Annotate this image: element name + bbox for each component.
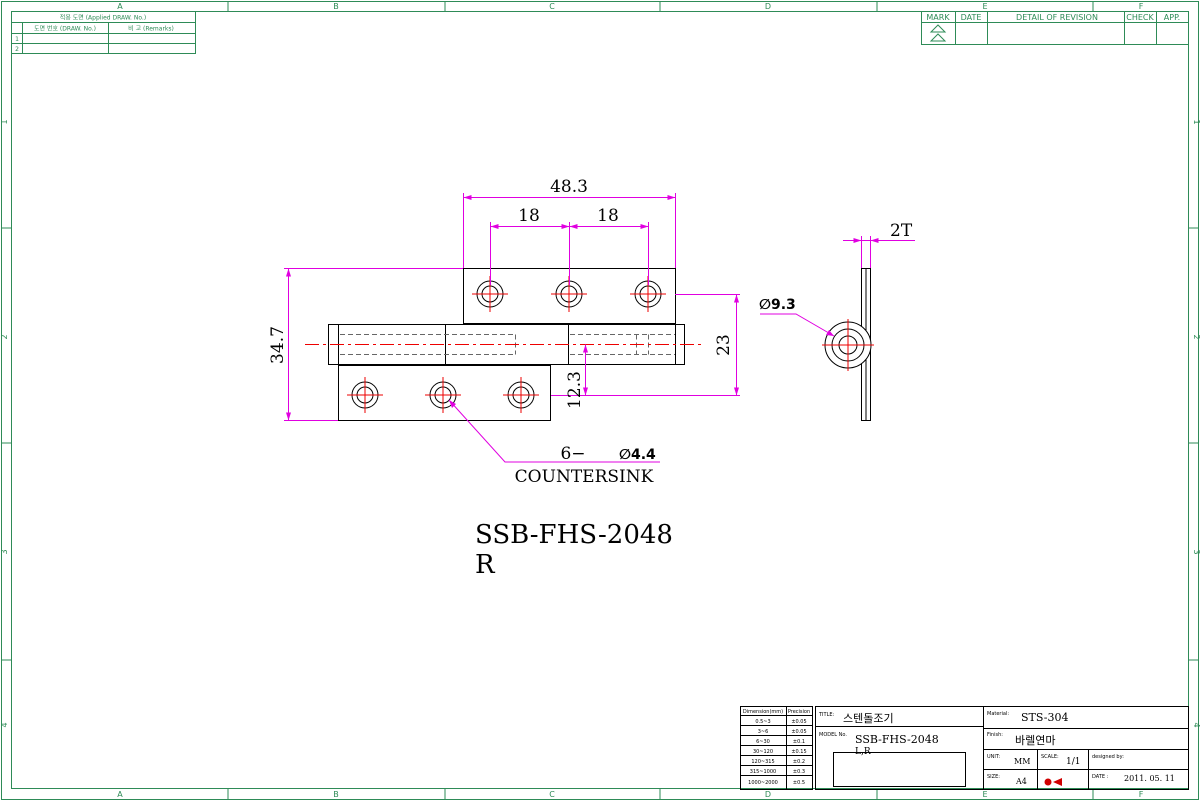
- date-label: DATE :: [1092, 774, 1109, 780]
- zone-col-top-a: A: [117, 2, 123, 11]
- date-value: 2011. 05. 11: [1124, 774, 1175, 783]
- hole: [347, 377, 383, 413]
- dimension-lines: [284, 193, 740, 463]
- tolerance-range: 1000~2000: [748, 780, 778, 786]
- zone-row-left-3: 3: [0, 549, 9, 554]
- applied-table-col-remarks: 비 고 (Remarks): [128, 25, 174, 33]
- zone-col-bottom-d: D: [765, 790, 771, 799]
- finish-label: Finish:: [987, 732, 1003, 738]
- revision-col-app: APP.: [1164, 13, 1180, 22]
- dim-holes-note: COUNTERSINK: [515, 467, 654, 487]
- zone-col-bottom-b: B: [333, 790, 339, 799]
- tolerance-header-precision: Precision: [788, 709, 810, 715]
- projection-symbol-icon: [1044, 778, 1062, 786]
- title-value: 스텐돌조기: [843, 712, 894, 725]
- material-value: STS-304: [1021, 711, 1069, 724]
- zone-col-top-f: F: [1139, 2, 1144, 11]
- applied-table-header: 적용 도면 (Applied DRAW. No.): [60, 14, 146, 22]
- material-label: Material:: [987, 711, 1009, 717]
- size-label: SIZE:: [987, 774, 1000, 780]
- tolerance-value: ±0.15: [791, 749, 806, 755]
- title-label: TITLE:: [818, 712, 835, 718]
- zone-col-bottom-c: C: [549, 790, 555, 799]
- revision-col-detail: DETAIL OF REVISION: [1016, 13, 1098, 22]
- tolerance-value: ±0.05: [791, 729, 806, 735]
- zone-row-left-2: 2: [0, 334, 9, 339]
- zone-col-bottom-a: A: [117, 790, 123, 799]
- dim-overall-width: 48.3: [550, 177, 588, 197]
- dim-thickness: 2T: [890, 221, 913, 241]
- dimension-texts: 48.3 18 18 34.7 23 12.3 6− ∅4.4 COUNTERS…: [268, 177, 734, 487]
- applied-table-col-draw-no: 도면 번호 (DRAW. No.): [34, 25, 96, 33]
- model-variant: L,R: [855, 747, 871, 757]
- hole: [425, 377, 461, 413]
- zone-row-right-4: 4: [1192, 722, 1200, 727]
- zone-col-top-c: C: [549, 2, 555, 11]
- dim-height: 34.7: [268, 326, 288, 364]
- revision-col-mark: MARK: [926, 13, 950, 22]
- model-value: SSB-FHS-2048: [855, 733, 939, 746]
- revision-triangle-icon: [929, 24, 947, 33]
- tolerance-value: ±0.2: [793, 759, 805, 765]
- tolerance-range: 6~30: [756, 739, 770, 745]
- unit-label: UNIT:: [987, 754, 1000, 760]
- lower-leaf: [338, 365, 551, 421]
- dim-offset-right: 23: [714, 334, 734, 356]
- zone-col-top-d: D: [765, 2, 771, 11]
- dim-holes-qty: 6−: [560, 444, 585, 464]
- unit-value: MM: [1014, 757, 1030, 766]
- tolerance-value: ±0.3: [793, 769, 805, 775]
- tolerance-value: ±0.05: [791, 719, 806, 725]
- zone-row-right-1: 1: [1192, 119, 1200, 124]
- tolerance-value: ±0.5: [793, 780, 805, 786]
- tolerance-range: 0.5~3: [755, 719, 770, 725]
- part-label: SSB-FHS-2048 R: [475, 520, 673, 580]
- title-block: TITLE: MODEL No. Material: Finish: UNIT:…: [815, 706, 1189, 790]
- applied-table-row-1: 1: [15, 36, 19, 43]
- designed-by-label: designed by:: [1092, 754, 1124, 760]
- model-label: MODEL No.: [819, 732, 847, 738]
- revision-col-date: DATE: [961, 13, 982, 22]
- tolerance-header-dimension: Dimension(mm): [743, 709, 783, 715]
- applied-table-row-2: 2: [15, 46, 19, 53]
- tolerance-range: 30~120: [753, 749, 773, 755]
- tolerance-range: 3~6: [758, 729, 769, 735]
- part-label-line2: R: [475, 550, 496, 580]
- dim-pitch-2: 18: [597, 206, 619, 226]
- zone-row-left-4: 4: [0, 722, 9, 727]
- tolerance-range: 315~1000: [750, 769, 776, 775]
- scale-value: 1/1: [1066, 757, 1080, 767]
- zone-col-bottom-e: E: [982, 790, 987, 799]
- zone-col-top-b: B: [333, 2, 339, 11]
- zone-col-bottom-f: F: [1139, 790, 1144, 799]
- zone-col-top-e: E: [982, 2, 987, 11]
- hole: [503, 377, 539, 413]
- dim-offset-lower: 12.3: [565, 371, 585, 409]
- dim-pin-diameter: ∅9.3: [759, 297, 796, 313]
- revision-col-check: CHECK: [1126, 13, 1154, 22]
- tolerance-value: ±0.1: [793, 739, 805, 745]
- part-label-line1: SSB-FHS-2048: [475, 520, 673, 550]
- tolerance-range: 120~315: [751, 759, 774, 765]
- dim-holes-diameter: ∅4.4: [619, 447, 656, 463]
- hinge-side-view: 2T ∅9.3: [759, 221, 915, 421]
- size-value: A4: [1015, 777, 1027, 786]
- revision-table: MARK DATE DETAIL OF REVISION CHECK APP.: [921, 11, 1189, 45]
- zone-row-right-2: 2: [1192, 334, 1200, 339]
- tolerance-table: Dimension(mm) Precision 0.5~3 ±0.05 3~6 …: [740, 706, 813, 790]
- revision-triangle-icon: [929, 33, 947, 42]
- zone-row-right-3: 3: [1192, 549, 1200, 554]
- scale-label: SCALE:: [1041, 754, 1059, 760]
- dim-pitch-1: 18: [518, 206, 540, 226]
- finish-value: 바렐연마: [1015, 734, 1055, 747]
- applied-drawing-table: 적용 도면 (Applied DRAW. No.) 도면 번호 (DRAW. N…: [11, 11, 196, 54]
- zone-row-left-1: 1: [0, 119, 9, 124]
